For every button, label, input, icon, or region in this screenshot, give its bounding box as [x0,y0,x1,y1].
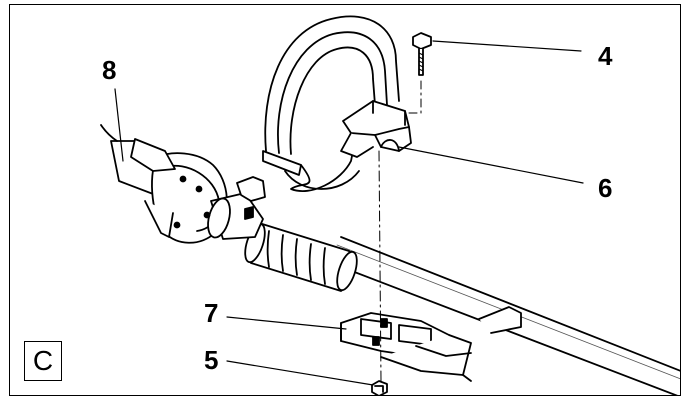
grip-sleeve [244,222,358,292]
callout-6: 6 [598,173,613,203]
figure-frame: 8 4 6 7 5 C [9,4,681,396]
leader-lines [114,40,584,386]
callout-5: 5 [204,345,219,375]
assembly-illustration [100,15,680,395]
panel-label: C [24,341,62,381]
callout-4: 4 [598,41,613,71]
alignment-line [378,150,382,382]
lower-bracket [340,306,522,382]
callout-7: 7 [204,298,219,328]
bolt [412,32,432,76]
nut [371,380,388,395]
loop-handle [262,15,412,192]
engine-housing [100,124,266,244]
callout-8: 8 [102,55,117,85]
